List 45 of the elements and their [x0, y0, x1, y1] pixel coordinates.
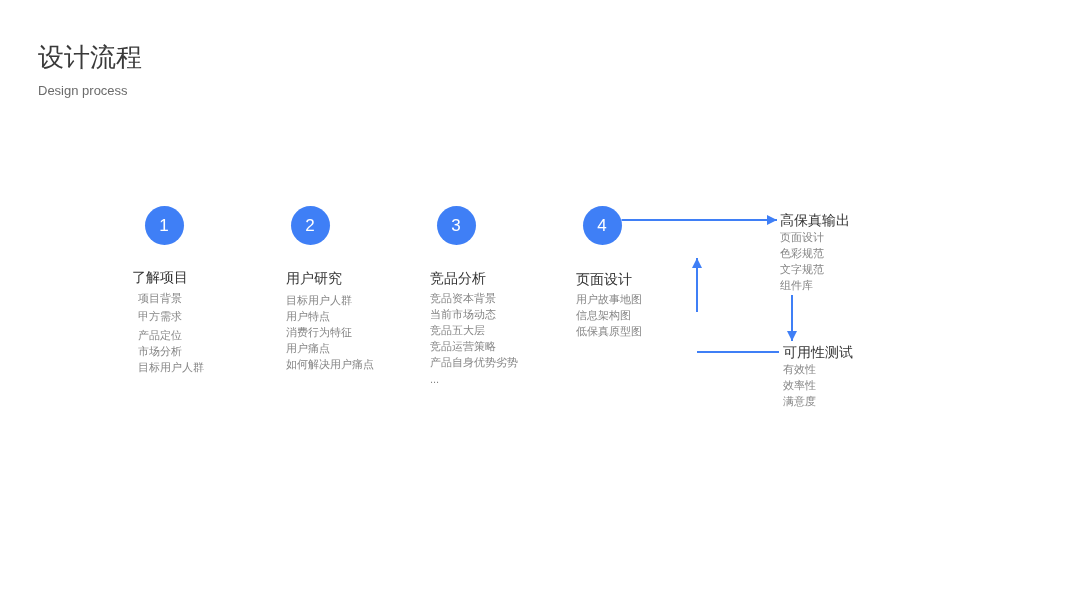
step-circle [582, 205, 622, 245]
step-item: 市场分析 [138, 345, 182, 359]
step-item: 有效性 [783, 362, 817, 377]
step-heading: 竞品分析 [430, 269, 486, 287]
step-item: 效率性 [783, 378, 817, 393]
step-item: 色彩规范 [780, 246, 825, 261]
step-heading: 可用性测试 [783, 344, 853, 360]
step-circle [290, 205, 330, 245]
title: 设计流程 [38, 42, 142, 74]
step-item: 消费行为特征 [286, 326, 352, 340]
step-item: 如何解决用户痛点 [286, 358, 374, 372]
step-item: 当前市场动态 [430, 308, 496, 322]
step-item: 产品自身优势劣势 [430, 356, 518, 370]
step-item: 组件库 [780, 278, 814, 293]
step-number: 3 [451, 216, 461, 234]
step-heading: 高保真输出 [780, 212, 850, 228]
step-number: 2 [305, 216, 315, 234]
step-item: 产品定位 [138, 329, 182, 343]
step-heading: 了解项目 [132, 268, 188, 286]
step-number: 4 [597, 216, 607, 234]
step-item: 页面设计 [780, 230, 825, 245]
step-item: 信息架构图 [576, 309, 631, 323]
return-arrow [692, 257, 780, 353]
arrow [787, 294, 797, 342]
step-item: 低保真原型图 [576, 325, 642, 339]
step-item: 竞品五大层 [430, 324, 485, 338]
step-item: 竞品资本背景 [430, 292, 496, 306]
step-item: 项目背景 [138, 292, 182, 306]
step-item: ... [430, 373, 440, 387]
arrow [620, 215, 778, 225]
step-circle [436, 205, 476, 245]
step-item: 满意度 [783, 394, 817, 409]
step-circle [144, 205, 184, 245]
step-item: 竞品运营策略 [430, 340, 496, 354]
step-item: 用户故事地图 [576, 293, 642, 307]
step-item: 文字规范 [780, 262, 825, 277]
step-item: 甲方需求 [138, 310, 182, 324]
step-heading: 页面设计 [576, 270, 632, 288]
step-item: 目标用户人群 [138, 361, 204, 375]
step-item: 用户痛点 [286, 342, 330, 356]
step-item: 目标用户人群 [286, 294, 352, 308]
step-number: 1 [159, 216, 169, 234]
step-item: 用户特点 [286, 310, 330, 324]
subtitle: Design process [38, 83, 128, 99]
step-heading: 用户研究 [286, 269, 342, 287]
